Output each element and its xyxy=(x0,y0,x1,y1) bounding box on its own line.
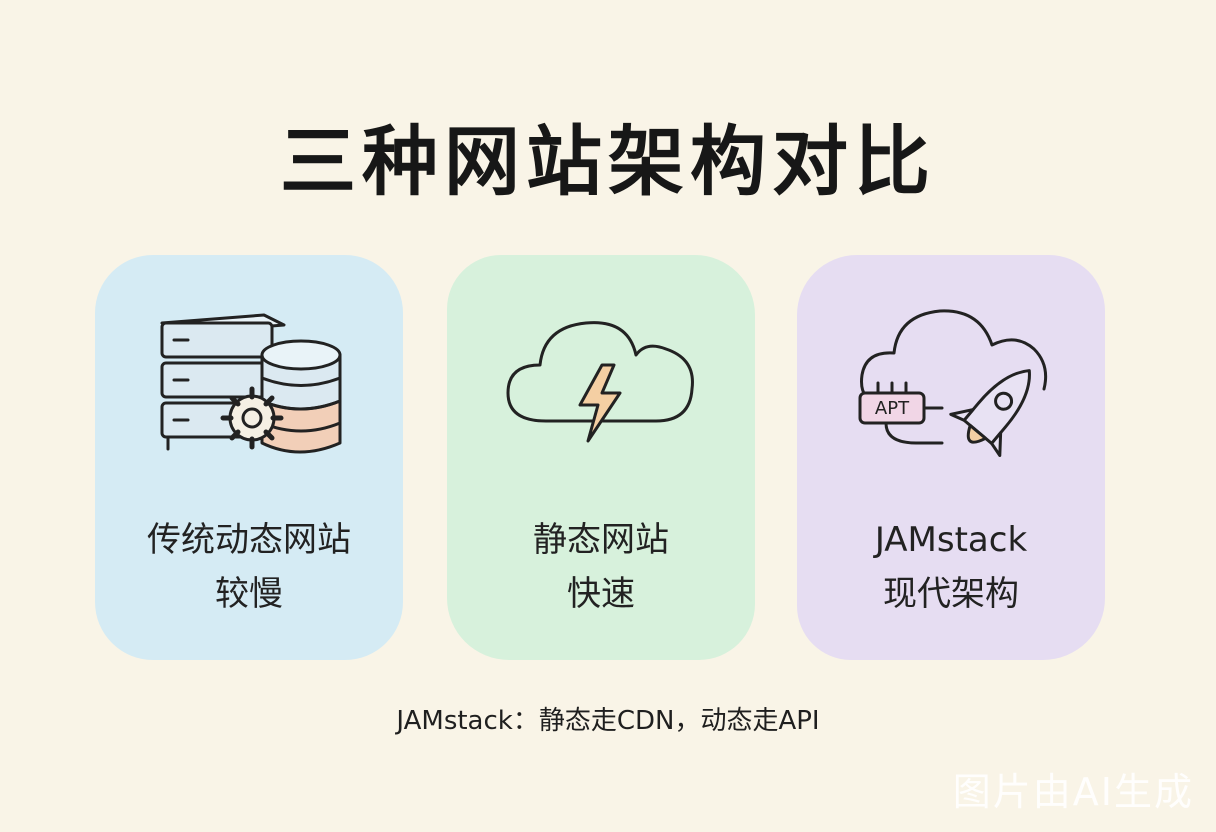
cloud-api-rocket-icon: APT xyxy=(858,309,1048,457)
footer-caption: JAMstack：静态走CDN，动态走API xyxy=(396,706,820,736)
card-subtitle: 现代架构 xyxy=(883,574,1019,614)
card-label-traditional: 传统动态网站 较慢 xyxy=(95,513,403,621)
watermark: 图片由AI生成 xyxy=(952,770,1194,814)
card-static: 静态网站 快速 xyxy=(447,255,755,660)
card-title: 静态网站 xyxy=(533,520,669,560)
card-jamstack: APT JAMstack 现代架构 xyxy=(797,255,1105,660)
server-database-gear-icon xyxy=(160,313,342,454)
card-subtitle: 快速 xyxy=(567,574,635,614)
page-title: 三种网站架构对比 xyxy=(280,117,936,206)
card-title: JAMstack xyxy=(874,520,1028,560)
card-label-static: 静态网站 快速 xyxy=(447,513,755,621)
card-subtitle: 较慢 xyxy=(215,574,283,614)
card-title: 传统动态网站 xyxy=(147,520,351,560)
api-chip-label: APT xyxy=(875,398,910,419)
cloud-lightning-icon xyxy=(506,321,694,443)
card-label-jamstack: JAMstack 现代架构 xyxy=(797,513,1105,621)
card-traditional-dynamic: 传统动态网站 较慢 xyxy=(95,255,403,660)
